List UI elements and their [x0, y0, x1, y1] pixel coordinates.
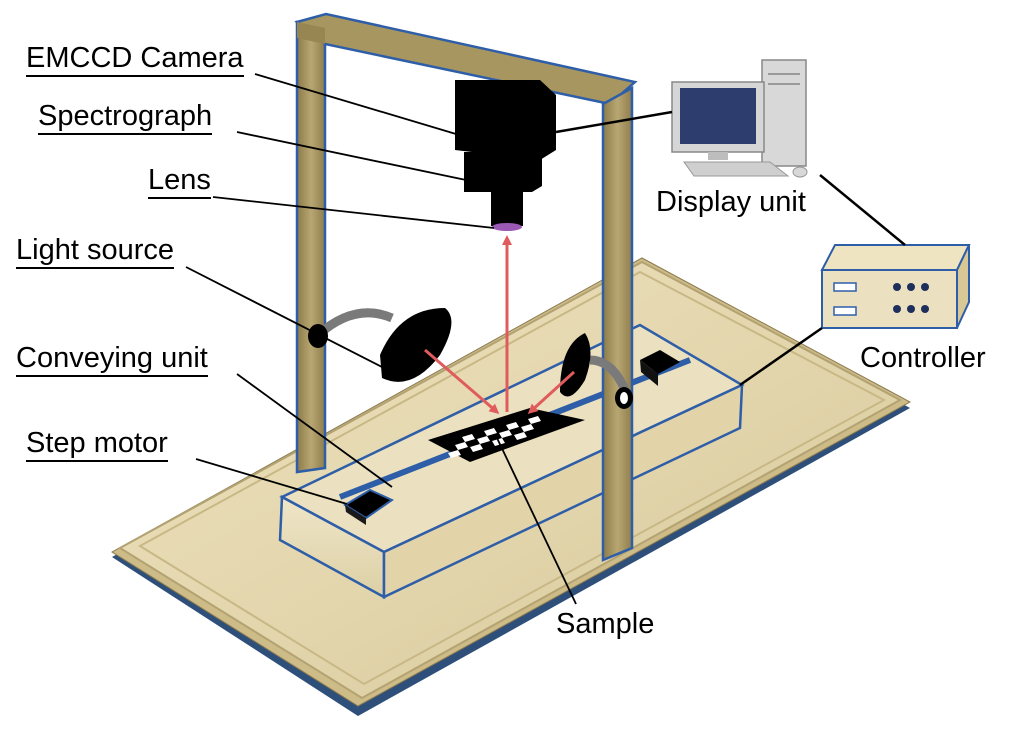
- step-motor-back: [640, 350, 680, 386]
- lens-body: [491, 192, 523, 226]
- label-lens: Lens: [148, 166, 211, 199]
- sample-squares: [448, 416, 541, 458]
- leader-lines: [185, 73, 577, 605]
- sample-square: [484, 428, 497, 436]
- sample-square: [462, 434, 475, 442]
- leader-step-motor: [195, 458, 348, 505]
- sample-square: [448, 450, 461, 458]
- leader-camera: [254, 73, 457, 135]
- controller-box: [820, 244, 971, 329]
- camera-assembly: [455, 80, 556, 231]
- computer-screen: [680, 88, 756, 144]
- gantry-right-post: [601, 85, 634, 562]
- sample-tray: [428, 408, 585, 462]
- emccd-camera-body: [455, 80, 556, 160]
- light-beams: [424, 235, 576, 415]
- camera-to-display-line: [555, 110, 673, 134]
- leader-lens: [212, 196, 495, 229]
- light-source-right: [560, 333, 633, 409]
- lens-aperture: [492, 223, 522, 231]
- gantry-left-post: [295, 20, 327, 474]
- computer-icon: [671, 59, 808, 178]
- computer-tower: [761, 59, 807, 167]
- light-source-left: [308, 308, 452, 382]
- incident-beam-right: [527, 370, 576, 415]
- gantry-frame: [294, 12, 638, 562]
- sample-square: [477, 436, 490, 444]
- base-plate-inner: [138, 270, 887, 686]
- sample-square: [499, 430, 512, 438]
- label-sample: Sample: [556, 608, 655, 640]
- step-motor-front: [343, 488, 395, 525]
- label-display-unit: Display unit: [656, 186, 806, 218]
- label-emccd-camera: EMCCD Camera: [26, 44, 244, 77]
- sample-square: [506, 422, 519, 430]
- computer-keyboard: [683, 161, 790, 177]
- label-controller: Controller: [860, 342, 986, 374]
- display-to-controller-line: [819, 174, 906, 246]
- label-conveying-unit: Conveying unit: [16, 344, 208, 377]
- label-light-source: Light source: [16, 236, 174, 269]
- leader-conveying-unit: [236, 373, 393, 488]
- sample-square: [455, 442, 468, 450]
- controller-to-conveyor-line: [739, 326, 823, 387]
- connection-lines: [555, 110, 906, 387]
- sample-square: [470, 444, 483, 452]
- sample-square: [521, 424, 534, 432]
- leader-light-source: [185, 266, 385, 369]
- gantry-top-beam-face: [297, 22, 325, 44]
- sample-square: [528, 416, 541, 424]
- incident-beam-left: [424, 348, 500, 414]
- label-spectrograph: Spectrograph: [38, 102, 213, 135]
- sample-square: [514, 432, 527, 440]
- leader-spectrograph: [236, 131, 467, 181]
- leader-sample: [496, 437, 577, 605]
- spectrograph-body: [464, 152, 542, 192]
- label-step-motor: Step motor: [26, 429, 168, 462]
